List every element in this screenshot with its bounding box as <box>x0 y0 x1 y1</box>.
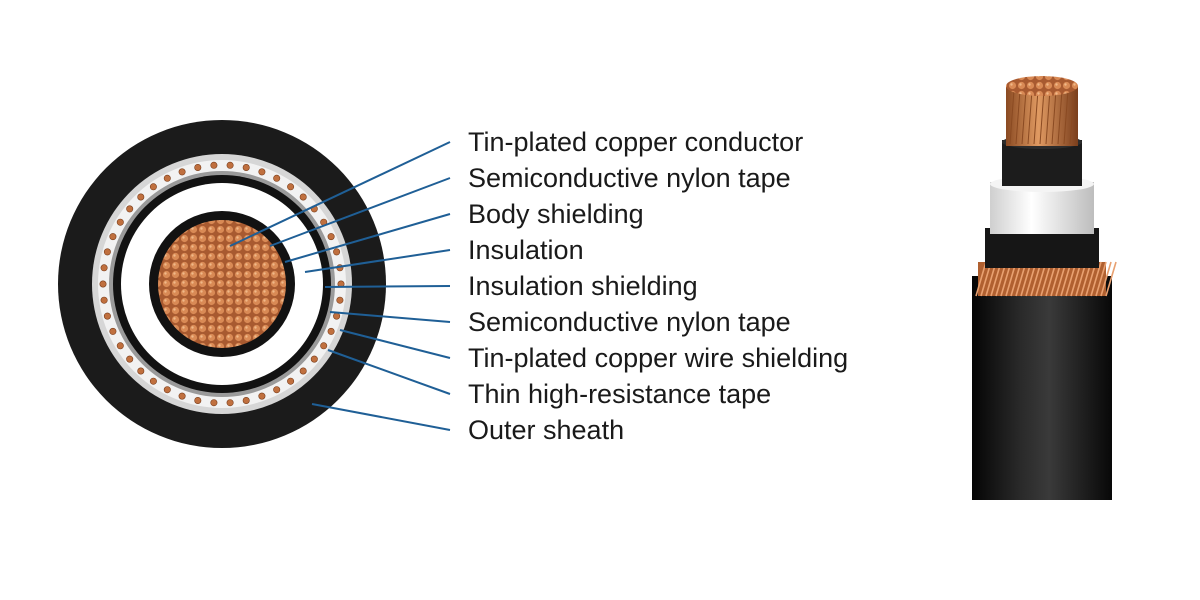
shield-wire <box>273 386 281 394</box>
shield-wire <box>226 399 234 407</box>
conductor-strand <box>1033 89 1039 145</box>
label-conductor: Tin-plated copper conductor <box>468 127 804 157</box>
cross-section <box>58 120 386 448</box>
shield-wire <box>116 342 124 350</box>
shield-wire <box>178 392 186 400</box>
shield-wire <box>273 174 281 182</box>
leader-line <box>311 403 451 431</box>
conductor-strand <box>1045 89 1051 145</box>
shield-wire <box>126 205 134 213</box>
label-semiconductive-tape-2: Semiconductive nylon tape <box>468 307 791 337</box>
shield-strand <box>1090 261 1102 297</box>
shield-wire <box>149 377 157 385</box>
shield-wire <box>327 327 335 335</box>
shield-strand <box>1095 261 1107 297</box>
shield-wire <box>258 168 266 176</box>
shield-wire <box>310 355 318 363</box>
shield-wire <box>103 248 111 256</box>
shield-wire <box>299 367 307 375</box>
conductor-top <box>1006 76 1078 96</box>
conductor-strand <box>1009 89 1015 145</box>
shield-wire <box>109 233 117 241</box>
conductor-strand <box>1069 89 1075 145</box>
insulation-shield-band <box>985 228 1099 268</box>
label-insulation-shielding: Insulation shielding <box>468 271 698 301</box>
leader-line <box>229 141 451 247</box>
label-high-resistance-tape: Thin high-resistance tape <box>468 379 772 409</box>
conductor-strand <box>1027 89 1033 145</box>
conductor-strand <box>1015 89 1021 145</box>
shield-wire <box>100 296 108 304</box>
shield-strand <box>975 261 987 297</box>
outer-jacket <box>972 276 1112 500</box>
conductor-strand <box>1057 89 1063 145</box>
shield-wire <box>194 164 202 172</box>
shield-wire <box>336 296 344 304</box>
label-body-shielding: Body shielding <box>468 199 644 229</box>
shield-wire <box>287 183 295 191</box>
conductor-strand <box>1051 89 1057 145</box>
conductor-strand <box>1039 89 1045 145</box>
label-insulation: Insulation <box>468 235 584 265</box>
shield-wire <box>99 280 107 288</box>
shield-wire <box>327 233 335 241</box>
shield-wire <box>210 161 218 169</box>
leader-line <box>284 213 451 263</box>
shield-wire <box>210 399 218 407</box>
leader-lines <box>229 141 451 431</box>
label-wire-shielding: Tin-plated copper wire shielding <box>468 343 849 373</box>
shield-wire <box>126 355 134 363</box>
layer-label-list: Tin-plated copper conductor Semiconducti… <box>468 124 848 448</box>
shield-wire <box>103 312 111 320</box>
shield-wire <box>258 392 266 400</box>
shield-wire <box>226 161 234 169</box>
shield-wire <box>109 327 117 335</box>
leader-line <box>327 349 451 395</box>
conductor-strand <box>1063 89 1069 145</box>
shield-wire <box>333 248 341 256</box>
conductor-core <box>158 220 286 348</box>
shield-wire <box>178 168 186 176</box>
leader-line <box>304 249 451 273</box>
shield-strand <box>1100 261 1112 297</box>
shield-wire <box>242 396 250 404</box>
leader-line <box>324 285 451 288</box>
shield-wire <box>137 193 145 201</box>
shield-wire <box>149 183 157 191</box>
label-semiconductive-tape: Semiconductive nylon tape <box>468 163 791 193</box>
shield-strand <box>1105 261 1117 297</box>
conductor-strand <box>1021 89 1027 145</box>
shield-wire <box>242 164 250 172</box>
shield-wire <box>194 396 202 404</box>
leader-line <box>339 329 451 359</box>
leader-line <box>329 311 451 323</box>
cable-side-view <box>972 76 1117 500</box>
shield-wire <box>287 377 295 385</box>
shield-wire <box>137 367 145 375</box>
shield-wire <box>163 386 171 394</box>
shield-wire <box>299 193 307 201</box>
label-outer-sheath: Outer sheath <box>468 415 625 445</box>
shield-wire <box>163 174 171 182</box>
conductor-strands <box>1009 89 1075 145</box>
shield-wire <box>320 342 328 350</box>
shield-wire <box>116 218 124 226</box>
shield-wire <box>100 264 108 272</box>
leader-line <box>269 177 451 247</box>
shield-wire <box>333 312 341 320</box>
